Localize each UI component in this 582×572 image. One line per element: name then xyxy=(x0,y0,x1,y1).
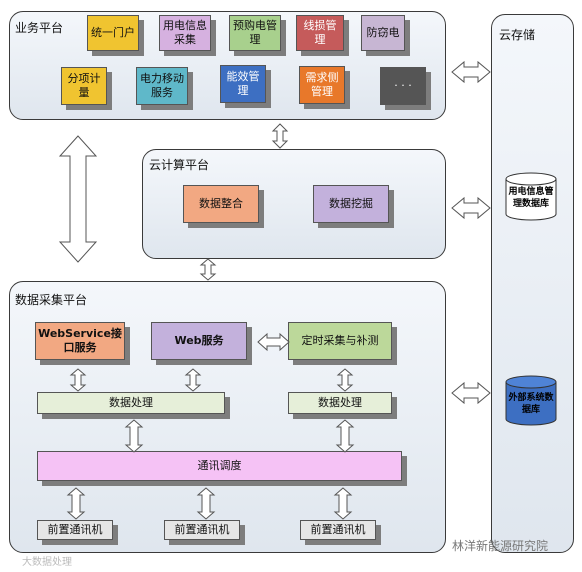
double-arrow-icon xyxy=(271,123,289,149)
collect-box-timed[interactable]: 定时采集与补测 xyxy=(288,322,392,360)
business-box-collection[interactable]: 用电信息采集 xyxy=(159,15,211,51)
box-label: 定时采集与补测 xyxy=(301,334,379,347)
database-2-icon xyxy=(505,375,557,426)
box-label: 数据处理 xyxy=(109,396,153,409)
business-box-demand[interactable]: 需求侧管理 xyxy=(299,66,345,104)
watermark-right: 林洋新能源研究院 xyxy=(452,539,549,553)
cloud-box-mining[interactable]: 数据挖掘 xyxy=(313,185,389,223)
box-label: 统一门户 xyxy=(91,26,135,39)
cloud-box-integration[interactable]: 数据整合 xyxy=(183,185,259,223)
business-box-mobile[interactable]: 电力移动服务 xyxy=(136,67,188,105)
double-arrow-icon xyxy=(58,135,98,263)
box-label: 数据整合 xyxy=(199,197,243,210)
cloud-compute-title: 云计算平台 xyxy=(149,158,210,172)
database-1-icon xyxy=(505,172,557,221)
box-label: 线损管理 xyxy=(303,19,337,46)
box-label: 数据挖掘 xyxy=(329,197,373,210)
double-arrow-icon xyxy=(257,332,290,352)
data-collect-title: 数据采集平台 xyxy=(15,293,88,307)
cloud-storage-panel xyxy=(491,14,574,553)
collect-box-web[interactable]: Web服务 xyxy=(151,322,247,360)
double-arrow-icon xyxy=(336,368,354,392)
double-arrow-icon xyxy=(196,487,216,520)
business-box-prepaid[interactable]: 预购电管理 xyxy=(229,15,281,51)
collect-box-webservice[interactable]: WebService接口服务 xyxy=(35,322,125,360)
box-label: · · · xyxy=(394,79,412,92)
business-box-portal[interactable]: 统一门户 xyxy=(87,15,139,51)
double-arrow-icon xyxy=(451,60,491,84)
box-label: 用电信息采集 xyxy=(163,19,207,46)
front-comm-2[interactable]: 前置通讯机 xyxy=(164,520,240,540)
collect-box-comm[interactable]: 通讯调度 xyxy=(37,451,402,481)
box-label: Web服务 xyxy=(174,334,224,347)
box-label: 数据处理 xyxy=(318,396,362,409)
box-label: 电力移动服务 xyxy=(140,72,184,99)
box-label: 预购电管理 xyxy=(233,19,277,46)
double-arrow-icon xyxy=(199,258,217,281)
business-box-more[interactable]: · · · xyxy=(380,67,426,105)
box-label: 前置通讯机 xyxy=(310,523,366,536)
box-label: 前置通讯机 xyxy=(174,523,230,536)
business-box-submetering[interactable]: 分项计量 xyxy=(61,67,107,105)
double-arrow-icon xyxy=(124,419,144,453)
business-box-efficiency[interactable]: 能效管理 xyxy=(220,65,266,103)
box-label: 通讯调度 xyxy=(197,459,242,472)
double-arrow-icon xyxy=(184,368,202,392)
box-label: WebService接口服务 xyxy=(38,327,122,354)
box-label: 前置通讯机 xyxy=(47,523,103,536)
cloud-storage-title: 云存储 xyxy=(499,28,536,42)
front-comm-3[interactable]: 前置通讯机 xyxy=(300,520,376,540)
database-1-label: 用电信息管理数据库 xyxy=(508,187,554,209)
double-arrow-icon xyxy=(66,487,86,520)
box-label: 防窃电 xyxy=(366,26,400,39)
front-comm-1[interactable]: 前置通讯机 xyxy=(37,520,113,540)
double-arrow-icon xyxy=(451,196,491,220)
database-2-label: 外部系统数据库 xyxy=(508,393,554,415)
business-box-antitheft[interactable]: 防窃电 xyxy=(361,15,405,51)
double-arrow-icon xyxy=(333,487,353,520)
box-label: 能效管理 xyxy=(226,70,260,97)
double-arrow-icon xyxy=(451,381,491,405)
double-arrow-icon xyxy=(69,368,87,392)
business-box-lineloss[interactable]: 线损管理 xyxy=(296,15,344,51)
watermark-left: 大数据处理 xyxy=(22,557,72,568)
collect-box-process-right[interactable]: 数据处理 xyxy=(288,392,392,414)
double-arrow-icon xyxy=(335,419,355,453)
box-label: 分项计量 xyxy=(67,72,101,99)
box-label: 需求侧管理 xyxy=(305,71,339,98)
collect-box-process-left[interactable]: 数据处理 xyxy=(37,392,225,414)
business-platform-title: 业务平台 xyxy=(15,21,64,35)
